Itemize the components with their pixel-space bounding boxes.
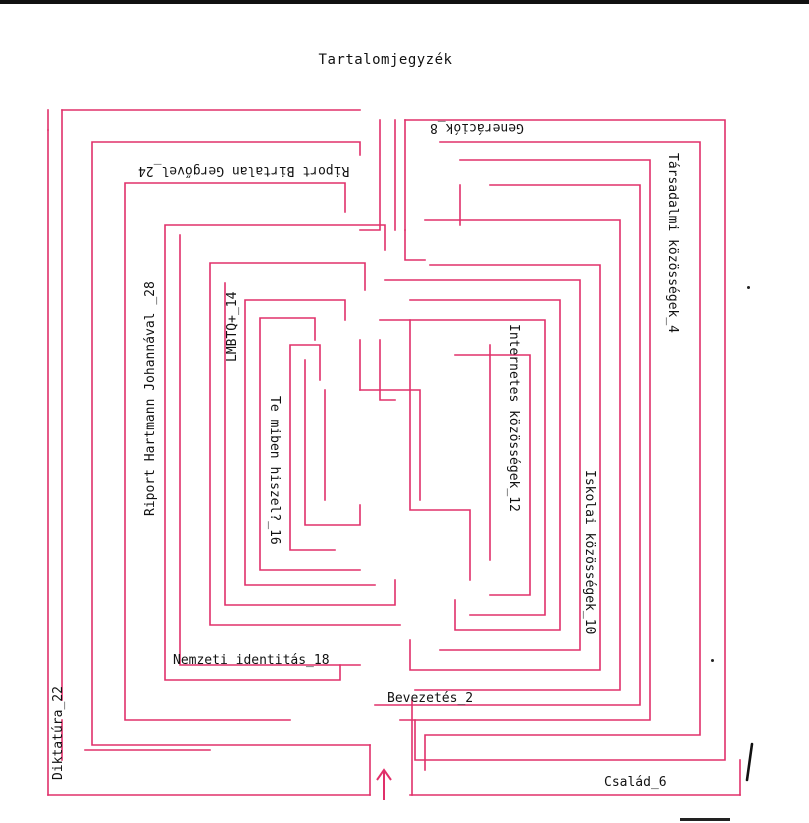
entry-internetes[interactable]: Internetes közösségek_12 [506, 324, 521, 512]
maze-wall [224, 282, 396, 606]
maze-wall [399, 159, 651, 721]
scan-speck [747, 286, 750, 289]
maze-wall [164, 224, 386, 681]
entry-csalad[interactable]: Család_6 [604, 775, 667, 790]
maze-wall [359, 389, 421, 501]
entry-generaciok[interactable]: Generációk_8 [430, 120, 524, 135]
maze-wall [324, 339, 396, 501]
entry-lmbtq[interactable]: LMBTQ+_14 [225, 291, 240, 362]
maze-wall [409, 299, 561, 631]
maze-wall [47, 109, 371, 796]
maze-wall [414, 219, 621, 691]
maze-wall [179, 234, 361, 666]
scan-edge-mark [680, 818, 730, 821]
entry-iskolai[interactable]: Iskolai közösségek_10 [582, 470, 597, 635]
maze-wall [374, 184, 641, 706]
entry-bevezetes[interactable]: Bevezetés_2 [387, 691, 474, 706]
maze-wall [289, 344, 336, 551]
maze-wall [404, 229, 426, 261]
maze-wall [259, 317, 361, 571]
maze-wall [409, 319, 491, 581]
entry-birtalan[interactable]: Riport Birtalan Gergővel_24 [138, 163, 350, 178]
maze-wall [124, 182, 346, 721]
page-title: Tartalomjegyzék [318, 52, 453, 68]
page-mark [741, 742, 757, 782]
scan-speck [711, 659, 714, 662]
entrance-arrow-icon [376, 768, 392, 800]
scan-top-edge [0, 0, 809, 4]
entry-diktatura[interactable]: Diktatúra_22 [51, 686, 66, 780]
maze-wall [91, 141, 371, 746]
maze-wall [244, 299, 376, 586]
maze-wall [404, 119, 726, 761]
entry-nemzeti[interactable]: Nemzeti identitás_18 [173, 653, 330, 668]
entry-tarsadalmi[interactable]: Társadalmi közösségek_4 [665, 153, 680, 334]
maze-wall [379, 319, 546, 616]
maze-wall [304, 359, 361, 526]
entry-hartmann[interactable]: Riport Hartmann Johannával _28 [143, 281, 158, 516]
maze-wall [424, 141, 701, 771]
entry-temiben[interactable]: Te miben hiszel?_16 [267, 396, 282, 545]
maze-wall [409, 264, 601, 671]
maze-wall [384, 279, 581, 651]
maze-wall [61, 109, 396, 231]
maze-wall [454, 354, 531, 596]
maze-wall [209, 262, 401, 626]
